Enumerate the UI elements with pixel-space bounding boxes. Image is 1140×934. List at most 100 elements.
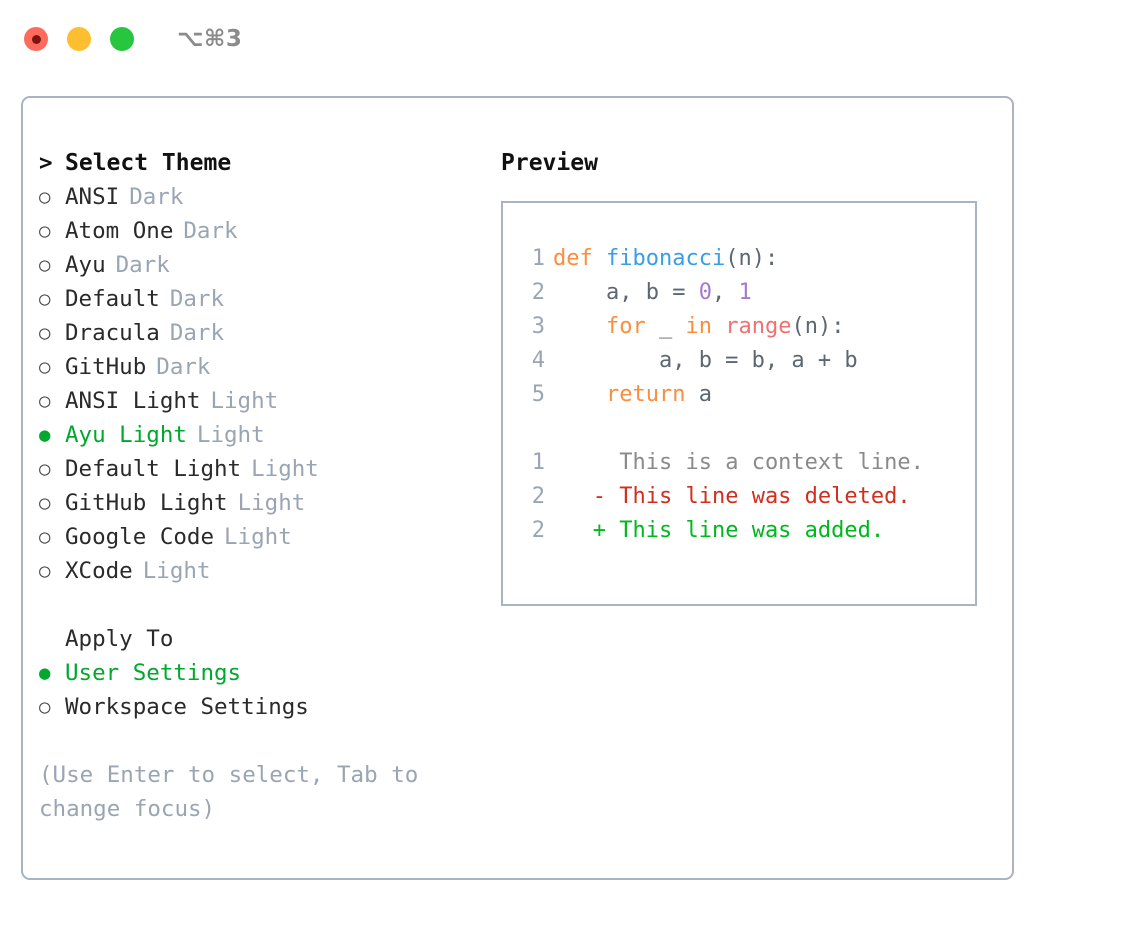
theme-option-ayu[interactable]: ○ Ayu Dark xyxy=(39,248,469,282)
theme-option-label: Ayu Light xyxy=(65,422,187,448)
code-token-plain xyxy=(553,314,606,339)
diff-text: This line was added. xyxy=(606,517,885,543)
radio-selected-icon: ● xyxy=(39,661,51,684)
theme-option-xcode[interactable]: ○ XCode Light xyxy=(39,554,469,588)
line-number: 2 xyxy=(531,279,545,305)
diff-line: 2 - This line was deleted. xyxy=(503,479,975,513)
diff-gutter-pad xyxy=(553,450,593,475)
code-token-kw: def xyxy=(553,245,606,271)
theme-variant-tag: Light xyxy=(196,422,265,448)
diff-sign: - xyxy=(592,483,606,509)
code-token-num: 1 xyxy=(738,279,752,305)
code-token-plain: a, b = b, a + b xyxy=(553,347,858,373)
radio-unselected-icon: ○ xyxy=(39,491,51,514)
diff-text: This is a context line. xyxy=(606,449,924,475)
code-token-kw: in xyxy=(685,313,712,339)
radio-unselected-icon: ○ xyxy=(39,457,51,480)
diff-gutter-pad xyxy=(553,484,593,509)
select-theme-title: Select Theme xyxy=(65,150,232,176)
apply-to-option-user-settings[interactable]: ● User Settings xyxy=(39,656,469,690)
line-number: 1 xyxy=(531,449,545,475)
diff-line: 2 + This line was added. xyxy=(503,513,975,547)
theme-variant-tag: Light xyxy=(237,490,306,516)
diff-gutter-pad xyxy=(553,518,593,543)
list-spacer xyxy=(39,588,469,622)
apply-to-option-label: Workspace Settings xyxy=(65,694,309,720)
code-token-plain: (n): xyxy=(725,245,779,271)
code-token-kw: for xyxy=(605,313,646,339)
code-token-plain xyxy=(712,314,725,339)
code-token-kw: return xyxy=(605,381,686,407)
code-token-plain: a xyxy=(685,381,712,407)
line-number: 2 xyxy=(531,483,545,509)
diff-line: 1 This is a context line. xyxy=(503,445,975,479)
traffic-light-group xyxy=(24,27,134,51)
theme-option-label: Google Code xyxy=(65,524,215,550)
theme-variant-tag: Light xyxy=(210,388,279,414)
line-number: 2 xyxy=(531,517,545,543)
radio-unselected-icon: ○ xyxy=(39,185,51,208)
code-token-plain: (n): xyxy=(791,313,845,339)
theme-option-label: XCode xyxy=(65,558,133,584)
apply-to-list: ● User Settings ○ Workspace Settings xyxy=(39,656,469,724)
theme-variant-tag: Light xyxy=(142,558,211,584)
code-line: 2 a, b = 0, 1 xyxy=(503,275,975,309)
radio-unselected-icon: ○ xyxy=(39,559,51,582)
theme-option-label: Default xyxy=(65,286,160,312)
window-titlebar: ⌥⌘3 xyxy=(0,0,1140,78)
radio-unselected-icon: ○ xyxy=(39,287,51,310)
theme-option-label: Default Light xyxy=(65,456,242,482)
theme-option-google-code[interactable]: ○ Google Code Light xyxy=(39,520,469,554)
code-line: 3 for _ in range(n): xyxy=(503,309,975,343)
close-button[interactable] xyxy=(24,27,48,51)
theme-variant-tag: Dark xyxy=(115,252,170,278)
code-token-plain: , xyxy=(711,279,739,305)
radio-unselected-icon: ○ xyxy=(39,219,51,242)
theme-variant-tag: Light xyxy=(224,524,292,550)
apply-to-title: Apply To xyxy=(65,626,174,652)
apply-to-option-label: User Settings xyxy=(65,660,242,686)
minimize-button[interactable] xyxy=(67,27,91,51)
theme-option-label: Dracula xyxy=(65,320,160,346)
code-token-num: 0 xyxy=(698,279,712,305)
radio-unselected-icon: ○ xyxy=(39,355,51,378)
theme-option-label: Atom One xyxy=(65,218,174,244)
caret-icon: > xyxy=(39,149,53,176)
radio-unselected-icon: ○ xyxy=(39,389,51,412)
theme-option-ayu-light[interactable]: ● Ayu Light Light xyxy=(39,418,469,452)
line-number: 4 xyxy=(531,347,545,373)
diff-text: This line was deleted. xyxy=(606,483,911,509)
theme-variant-tag: Dark xyxy=(156,354,211,380)
theme-option-label: Ayu xyxy=(65,252,106,278)
radio-unselected-icon: ○ xyxy=(39,253,51,276)
keyboard-shortcut-label: ⌥⌘3 xyxy=(177,26,243,52)
theme-option-label: ANSI Light xyxy=(65,388,201,414)
code-gap xyxy=(503,411,975,445)
theme-option-ansi-light[interactable]: ○ ANSI Light Light xyxy=(39,384,469,418)
apply-to-option-workspace-settings[interactable]: ○ Workspace Settings xyxy=(39,690,469,724)
radio-unselected-icon: ○ xyxy=(39,695,51,718)
radio-selected-icon: ● xyxy=(39,423,51,446)
code-token-plain: a, b = xyxy=(553,279,699,305)
radio-unselected-icon: ○ xyxy=(39,525,51,548)
preview-title: Preview xyxy=(501,150,598,176)
code-line: 4 a, b = b, a + b xyxy=(503,343,975,377)
maximize-button[interactable] xyxy=(110,27,134,51)
recording-indicator-icon xyxy=(31,34,41,44)
line-number: 1 xyxy=(531,245,545,271)
